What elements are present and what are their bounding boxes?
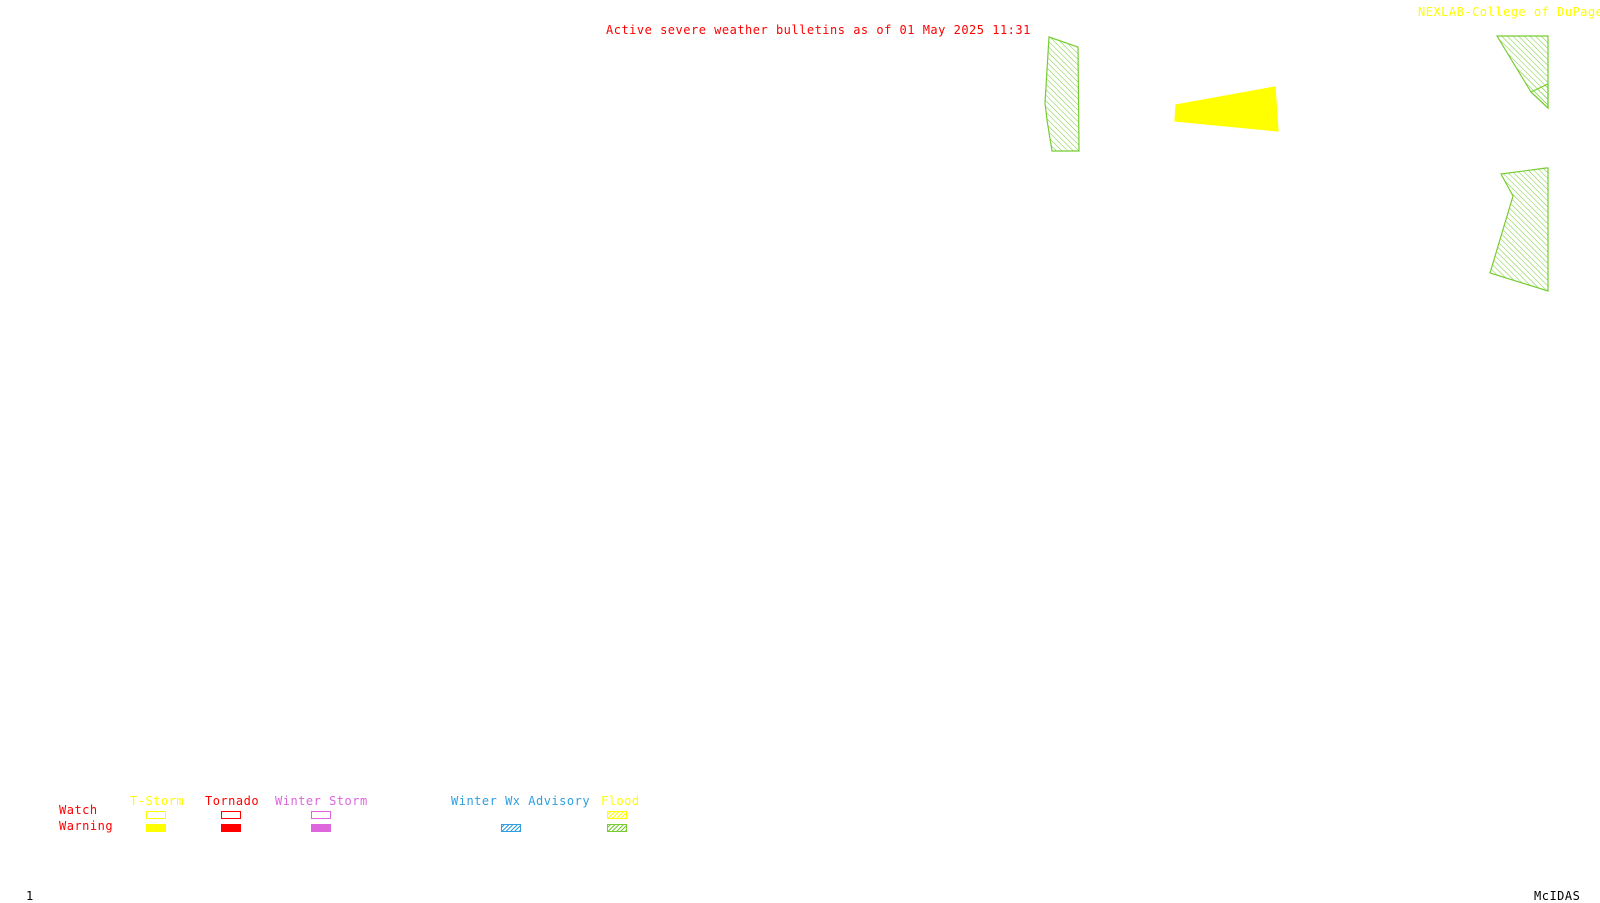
- tornado-warning-swatch: [221, 824, 241, 832]
- credit-label: NEXLAB-College of DuPage R: [1418, 5, 1600, 19]
- tornado-watch-swatch: [221, 811, 241, 819]
- tstorm-warning-swatch: [146, 824, 166, 832]
- flood-warning-polygon: [1044, 36, 1080, 152]
- legend-header-flood: Flood: [601, 794, 640, 808]
- legend-header-tornado: Tornado: [205, 794, 260, 808]
- legend-header-winter-storm: Winter Storm: [275, 794, 368, 808]
- tstorm-watch-swatch: [146, 811, 166, 819]
- tstorm-warning-polygon: [1174, 86, 1279, 132]
- winter-storm-watch-swatch: [311, 811, 331, 819]
- flood-watch-swatch: [607, 811, 627, 819]
- legend-row-label-warning: Warning: [59, 819, 114, 833]
- software-label: McIDAS: [1534, 889, 1581, 903]
- legend-header-tstorm: T-Storm: [130, 794, 185, 808]
- frame-number: 1: [26, 889, 34, 903]
- flood-warning-polygon-east-mid: [1489, 167, 1549, 292]
- winter-storm-warning-swatch: [311, 824, 331, 832]
- page-title: Active severe weather bulletins as of 01…: [606, 23, 1031, 37]
- flood-warning-polygon-east-top-inner: [1529, 83, 1549, 110]
- winter-wx-advisory-warning-swatch: [501, 824, 521, 832]
- flood-warning-swatch: [607, 824, 627, 832]
- legend-row-label-watch: Watch: [59, 803, 98, 817]
- legend-header-winter-wx-advisory: Winter Wx Advisory: [451, 794, 591, 808]
